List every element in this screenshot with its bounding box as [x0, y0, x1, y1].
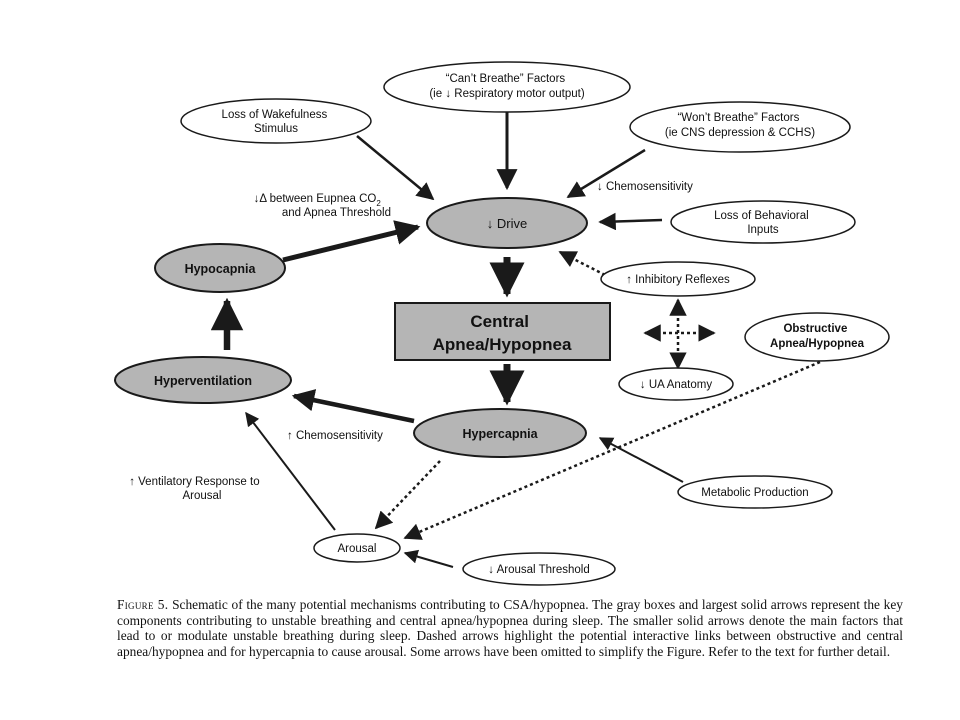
- caption-line-5: obstructive and central apnea/hypopnea a…: [117, 628, 903, 659]
- arrow-inhibitory-reflexes-to-drive: [558, 250, 606, 277]
- arrows: [210, 107, 821, 568]
- caption-line-2: and largest solid arrows represent the k…: [117, 597, 903, 628]
- ventilatory-response-label: ↑ Ventilatory Response to Arousal: [129, 476, 263, 502]
- chemosensitivity-up-label: ↑ Chemosensitivity: [287, 430, 383, 442]
- cant-breathe-line2: (ie ↓ Respiratory motor output): [429, 88, 584, 100]
- ua-anatomy-label: ↓ UA Anatomy: [640, 379, 712, 391]
- hypercapnia-label: Hypercapnia: [462, 427, 538, 441]
- node-central-apnea: Central Apnea/Hypopnea: [394, 302, 611, 361]
- arrow-loss-behavioral-to-drive: [598, 212, 663, 231]
- node-wont-breathe: “Won’t Breathe” Factors (ie CNS depressi…: [629, 101, 851, 153]
- central-apnea-line2: Apnea/Hypopnea: [433, 335, 572, 354]
- node-obstructive: Obstructive Apnea/Hypopnea: [744, 312, 890, 362]
- svg-text:“Won’t Breathe” Factors: “Won’t Breathe” Factors (ie CNS depressi…: [665, 112, 815, 139]
- arrow-wont-breathe-to-drive: [566, 148, 646, 199]
- caption-line-1: Schematic of the many potential mechanis…: [172, 597, 676, 612]
- arrow-arousal-to-hyperventilation: [245, 411, 336, 531]
- mechanism-diagram: “Can’t Breathe” Factors (ie ↓ Respirator…: [114, 61, 890, 586]
- node-loss-wakefulness: Loss of Wakefulness Stimulus: [180, 98, 372, 144]
- hypocapnia-label: Hypocapnia: [185, 262, 257, 276]
- node-cant-breathe: “Can’t Breathe” Factors (ie ↓ Respirator…: [383, 61, 631, 113]
- node-hypocapnia: Hypocapnia: [154, 243, 286, 293]
- eupnea-line2: and Apnea Threshold: [282, 207, 391, 219]
- loss-wakefulness-line1: Loss of Wakefulness: [222, 109, 328, 121]
- svg-text:“Can’t Breathe” Factors: “Can’t Breathe” Factors (ie ↓ Respirator…: [429, 73, 584, 100]
- caption-line-4: unstable breathing during sleep. Dashed …: [233, 628, 771, 644]
- loss-behavioral-line1: Loss of Behavioral: [714, 210, 809, 222]
- caption-line-6: omitted to simplify the Figure. Refer to…: [540, 643, 891, 659]
- arrow-hypercapnia-to-arousal: [374, 460, 441, 530]
- node-arousal-threshold: ↓ Arousal Threshold: [462, 552, 616, 586]
- node-hypercapnia: Hypercapnia: [413, 408, 587, 458]
- vent-response-line2: Arousal: [183, 490, 222, 502]
- caption-line-3: apnea/hypopnea during sleep. The smaller…: [117, 612, 903, 644]
- node-hyperventilation: Hyperventilation: [114, 356, 292, 404]
- node-loss-behavioral: Loss of Behavioral Inputs: [670, 200, 856, 244]
- central-apnea-line1: Central: [470, 312, 529, 331]
- eupnea-subscript: 2: [376, 199, 381, 208]
- arrow-hypercapnia-to-hyperventilation: [291, 389, 415, 424]
- node-drive: ↓ Drive: [426, 197, 588, 249]
- node-ua-anatomy: ↓ UA Anatomy: [618, 367, 734, 401]
- node-inhibitory-reflexes: ↑ Inhibitory Reflexes: [600, 261, 756, 297]
- arousal-label: Arousal: [338, 543, 377, 555]
- wont-breathe-line1: “Won’t Breathe” Factors: [677, 112, 799, 124]
- inhibitory-reflexes-label: ↑ Inhibitory Reflexes: [626, 274, 730, 286]
- eupnea-apnea-label: ↓Δ between Eupnea CO2 and Apnea Threshol…: [254, 193, 391, 219]
- arrow-arousal-threshold-to-arousal: [403, 549, 454, 568]
- vent-response-line1: ↑ Ventilatory Response to: [129, 476, 259, 488]
- svg-text:Central Apnea/Hypopnea: Central Apnea/Hypopnea: [433, 312, 572, 354]
- hyperventilation-label: Hyperventilation: [154, 374, 252, 388]
- drive-label: ↓ Drive: [487, 216, 527, 231]
- obstructive-line1: Obstructive: [783, 323, 847, 335]
- arrow-loss-wakefulness-to-drive: [356, 135, 435, 201]
- svg-text:Loss of Wakefulness Stim: Loss of Wakefulness Stimulus: [222, 109, 331, 135]
- figure-caption: Figure 5. Schematic of the many potentia…: [117, 597, 903, 659]
- wont-breathe-line2: (ie CNS depression & CCHS): [665, 127, 815, 139]
- cant-breathe-line1: “Can’t Breathe” Factors: [446, 73, 566, 85]
- arrow-hypocapnia-to-drive: [282, 220, 421, 263]
- chemosensitivity-down-label: ↓ Chemosensitivity: [597, 181, 693, 193]
- svg-text:Obstructive Apnea/Hypopn: Obstructive Apnea/Hypopnea: [770, 323, 865, 350]
- loss-behavioral-line2: Inputs: [747, 224, 779, 236]
- loss-wakefulness-line2: Stimulus: [254, 123, 298, 135]
- node-arousal: Arousal: [313, 533, 401, 563]
- svg-text:Loss of Behavioral Input: Loss of Behavioral Inputs: [714, 210, 812, 236]
- arousal-threshold-label: ↓ Arousal Threshold: [488, 564, 589, 576]
- caption-figure-label: Figure 5.: [117, 597, 169, 612]
- eupnea-line1: ↓Δ between Eupnea CO: [254, 193, 377, 205]
- arrow-metabolic-to-hypercapnia: [598, 437, 684, 483]
- node-metabolic: Metabolic Production: [677, 475, 833, 509]
- metabolic-label: Metabolic Production: [701, 487, 808, 499]
- obstructive-line2: Apnea/Hypopnea: [770, 338, 865, 350]
